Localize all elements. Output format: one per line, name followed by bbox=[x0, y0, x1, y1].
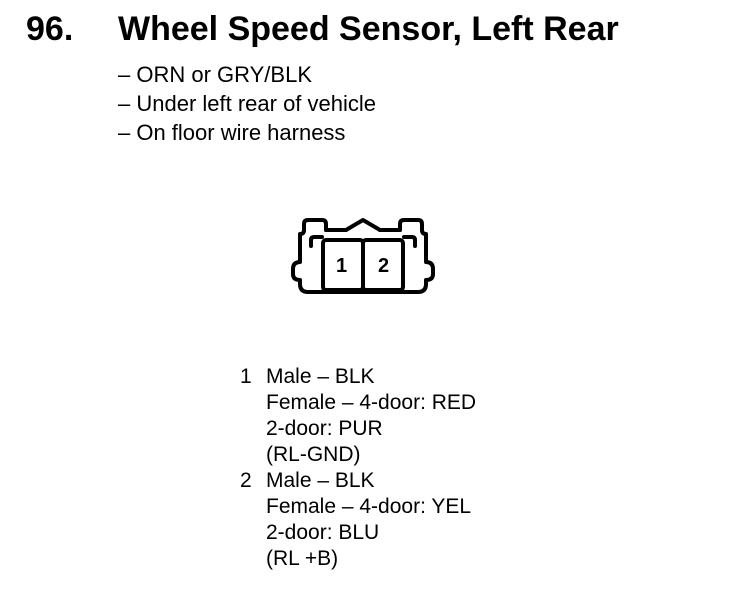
pin-2-female-4door: Female – 4-door: YEL bbox=[266, 495, 472, 518]
note-wire-colors: – ORN or GRY/BLK bbox=[118, 62, 312, 87]
pin-1-entry: 1 Male – BLK Female – 4-door: RED 2-door… bbox=[240, 364, 476, 468]
pin-1-female-4door: Female – 4-door: RED bbox=[266, 391, 477, 414]
pin-label-1: 1 bbox=[336, 255, 347, 277]
pin-cavity-2 bbox=[361, 238, 405, 292]
section-number: 96. bbox=[26, 10, 74, 48]
page-title: 96. Wheel Speed Sensor, Left Rear bbox=[26, 8, 619, 50]
pin-1-female-2door: 2-door: PUR bbox=[266, 417, 383, 440]
connector-latch-left bbox=[309, 235, 324, 248]
pin-2-male: Male – BLK bbox=[266, 469, 375, 492]
connector-diagram: 1 2 bbox=[291, 218, 435, 294]
pin-2-circuit: (RL +B) bbox=[266, 547, 339, 570]
connector-notes: – ORN or GRY/BLK – Under left rear of ve… bbox=[118, 60, 376, 147]
pin-list: 1 Male – BLK Female – 4-door: RED 2-door… bbox=[240, 364, 476, 572]
section-title: Wheel Speed Sensor, Left Rear bbox=[118, 10, 619, 48]
pin-label-2: 2 bbox=[378, 255, 389, 277]
pin-2-female-2door: 2-door: BLU bbox=[266, 521, 380, 544]
pin-2-entry: 2 Male – BLK Female – 4-door: YEL 2-door… bbox=[240, 468, 476, 572]
note-harness: – On floor wire harness bbox=[118, 120, 346, 145]
pin-1-male: Male – BLK bbox=[266, 365, 375, 388]
note-location: – Under left rear of vehicle bbox=[118, 91, 377, 116]
pin-1-number: 1 bbox=[240, 365, 252, 388]
pin-2-number: 2 bbox=[240, 469, 252, 492]
pin-1-circuit: (RL-GND) bbox=[266, 443, 361, 466]
connector-latch-right bbox=[402, 235, 417, 248]
